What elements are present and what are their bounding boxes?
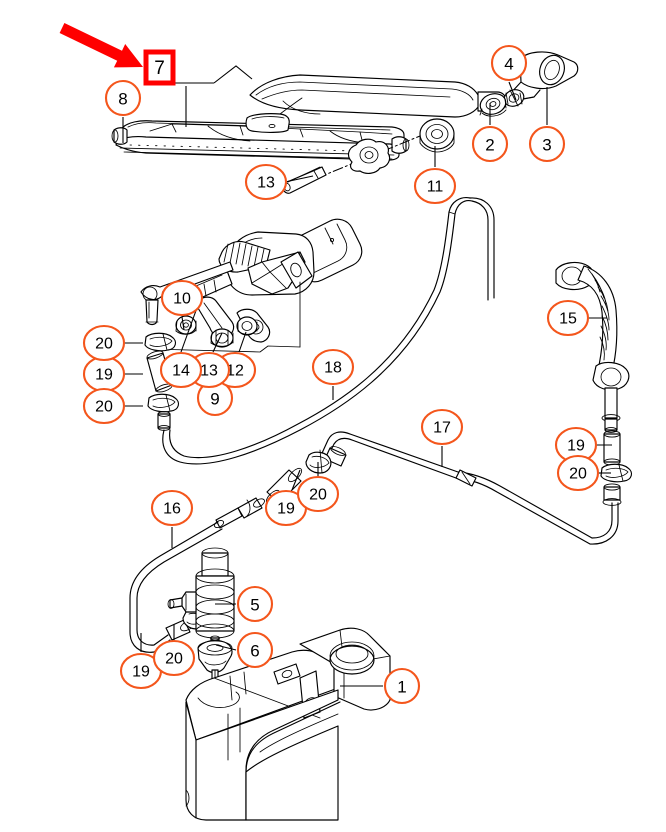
callout-circle-20[interactable] (82, 324, 126, 362)
leader-line-14 (180, 304, 199, 353)
callout-label-14: 14 (172, 363, 190, 380)
callout-circle-18[interactable] (311, 348, 355, 386)
callout-circle-17[interactable] (420, 408, 464, 446)
reservoir-group (185, 627, 391, 821)
callout-circle-3[interactable] (528, 125, 566, 163)
callout-label-5: 5 (250, 596, 259, 615)
callout-label-3: 3 (542, 136, 551, 155)
callout-label-19: 19 (567, 438, 585, 455)
callout-circle-6[interactable] (236, 631, 274, 669)
left-connector-stack (144, 332, 180, 431)
fasteners-group (175, 315, 258, 348)
callout-circle-14[interactable] (159, 351, 203, 389)
callout-label-15: 15 (559, 311, 577, 328)
callout-label-9: 9 (210, 390, 219, 409)
callout-leader-lines (122, 81, 612, 687)
callout-label-20: 20 (309, 487, 327, 504)
callout-circle-10[interactable] (160, 279, 204, 317)
callout-circle-11[interactable] (413, 167, 457, 205)
callout-circle-16[interactable] (150, 489, 194, 527)
callout-circle-8[interactable] (104, 79, 142, 117)
hose-15-group (555, 261, 630, 433)
callout-label-20: 20 (165, 651, 183, 668)
highlight-box-7 (143, 49, 176, 86)
callout-circle-5[interactable] (236, 585, 274, 623)
callout-circle-20[interactable] (82, 387, 126, 425)
callout-circle-1[interactable] (383, 667, 421, 705)
hose-17-group (317, 431, 619, 545)
callout-label-16: 16 (163, 501, 181, 518)
wiper-cap-group (479, 51, 579, 117)
leader-line-4 (508, 81, 517, 101)
callout-label-20: 20 (569, 466, 587, 483)
callout-label-20: 20 (95, 399, 113, 416)
red-annotation: 7 (59, 23, 176, 86)
highlight-box-label: 7 (154, 58, 165, 79)
wiper-blade-group (111, 97, 410, 161)
callout-circle-2[interactable] (471, 125, 509, 163)
hose-18-group (162, 197, 495, 465)
callout-label-19: 19 (95, 367, 113, 384)
callout-label-20: 20 (95, 336, 113, 353)
leader-line-13 (284, 175, 314, 183)
callout-label-6: 6 (250, 642, 259, 661)
callout-label-13: 13 (257, 175, 275, 192)
wiper-arm-group (249, 74, 507, 153)
callout-label-10: 10 (173, 291, 191, 308)
leader-line-13 (212, 332, 223, 353)
callout-label-17: 17 (433, 420, 451, 437)
callout-label-4: 4 (504, 55, 513, 74)
callout-label-12: 12 (226, 363, 244, 380)
callout-label-8: 8 (118, 90, 127, 109)
callout-label-11: 11 (427, 179, 444, 196)
callout-circle-20[interactable] (296, 475, 340, 513)
callout-label-18: 18 (324, 360, 342, 377)
red-pointer-arrow (59, 23, 143, 68)
callout-circle-15[interactable] (546, 299, 590, 337)
callout-circle-20[interactable] (556, 454, 600, 492)
leader-line-10 (181, 316, 185, 331)
hose-16-group (129, 521, 223, 653)
callout-label-1: 1 (397, 678, 406, 697)
callout-label-13: 13 (200, 363, 218, 380)
callout-circle-4[interactable] (490, 44, 528, 82)
callout-circle-20[interactable] (152, 639, 196, 677)
callout-label-2: 2 (485, 136, 494, 155)
wiper-motor-group (151, 218, 363, 353)
leader-line-6 (215, 644, 237, 651)
callout-label-19: 19 (277, 501, 295, 518)
right-connector-stack (600, 430, 633, 506)
callout-label-19: 19 (132, 664, 150, 681)
leader-line-12 (238, 331, 247, 353)
leader-line-19 (291, 469, 301, 491)
callout-circle-13[interactable] (244, 163, 288, 201)
